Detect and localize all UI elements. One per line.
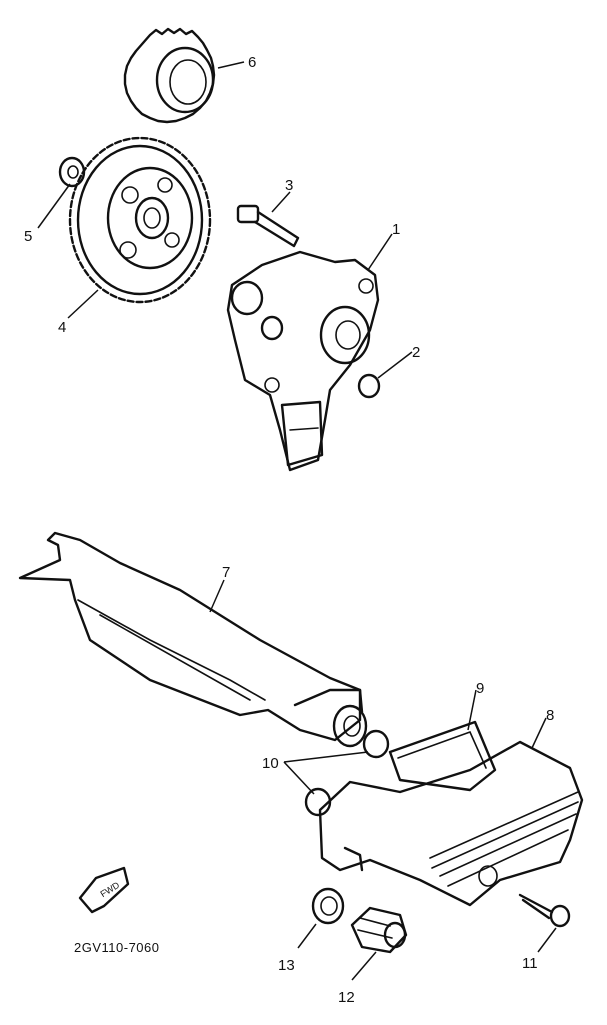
part-6-small-gear bbox=[123, 27, 216, 124]
part-12-drain-plug bbox=[350, 906, 408, 954]
label-part-12: 12 bbox=[338, 989, 355, 1006]
part-9-gasket bbox=[388, 720, 497, 792]
part-7-strainer-pipe bbox=[18, 531, 368, 748]
label-part-10: 10 bbox=[262, 755, 279, 772]
part-5-washer bbox=[58, 156, 86, 188]
fwd-arrow-icon: FWD bbox=[78, 866, 130, 914]
label-part-6: 6 bbox=[248, 54, 256, 71]
label-part-4: 4 bbox=[58, 319, 66, 336]
label-part-11: 11 bbox=[522, 955, 538, 972]
label-part-7: 7 bbox=[222, 564, 230, 581]
label-part-3: 3 bbox=[285, 177, 293, 194]
label-part-9: 9 bbox=[476, 680, 484, 697]
part-13-washer bbox=[311, 887, 345, 925]
part-4-large-gear bbox=[68, 136, 212, 304]
label-part-5: 5 bbox=[24, 228, 32, 245]
label-part-2: 2 bbox=[412, 344, 420, 361]
label-part-13: 13 bbox=[278, 957, 295, 974]
part-number-labels: 1 2 3 4 5 6 7 8 9 10 11 12 13 bbox=[24, 54, 554, 1006]
drawing-code: 2GV110-7060 bbox=[74, 940, 160, 955]
label-part-1: 1 bbox=[392, 221, 400, 238]
part-1-oil-pump bbox=[226, 250, 380, 472]
part-11-small-bolt bbox=[518, 893, 571, 928]
part-2-o-ring bbox=[357, 373, 381, 399]
label-part-8: 8 bbox=[546, 707, 554, 724]
leader-lines bbox=[37, 61, 557, 981]
part-3-bolt bbox=[236, 204, 300, 248]
part-10-o-rings bbox=[304, 729, 390, 817]
part-8-oil-cover bbox=[318, 740, 584, 907]
fwd-badge-label: FWD bbox=[98, 880, 121, 900]
